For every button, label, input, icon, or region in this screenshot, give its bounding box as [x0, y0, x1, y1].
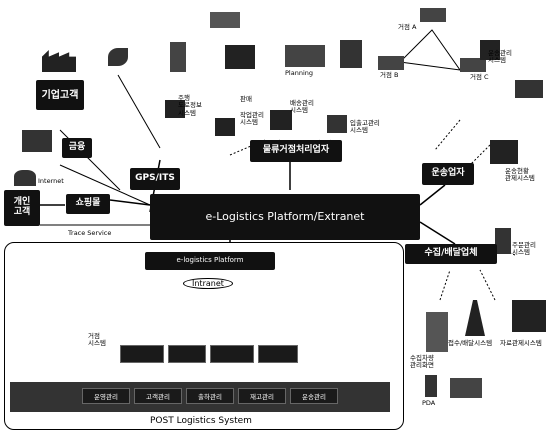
truck-icon: [460, 58, 486, 72]
monitor-icon: [490, 140, 518, 164]
pda-label: PDA: [422, 399, 436, 407]
intranet-label: Intranet: [183, 278, 233, 290]
truck-icon: [450, 378, 482, 398]
internet-label: Internet: [38, 177, 64, 185]
bottom-module: 운송관리: [290, 388, 338, 404]
individual-customer-box: 개인 고객: [4, 190, 40, 226]
computer-icon: [270, 110, 292, 130]
delivery-mgmt-label: 배송관리 시스템: [290, 99, 314, 115]
inner-module: [210, 345, 254, 363]
dispatch-mgmt-label: 입출고관리 시스템: [350, 119, 380, 135]
sales-label: 판매: [240, 95, 252, 103]
computer-icon: [165, 100, 185, 118]
enterprise-customer-box: 기업고객: [36, 80, 84, 110]
base-c-label: 거점 C: [470, 73, 489, 81]
post-logistics-label: POST Logistics System: [150, 416, 252, 426]
platform-box: e-Logistics Platform/Extranet: [150, 194, 420, 240]
computer-icon: [480, 40, 500, 60]
inner-platform-box: e-logistics Platform: [145, 252, 275, 270]
trace-service-label: Trace Service: [68, 229, 112, 237]
warehouse-system-label: 거점 시스템: [88, 332, 106, 348]
monitor-icon: [512, 300, 546, 332]
bottom-module: 고객관리: [134, 388, 182, 404]
truck-icon: [378, 56, 404, 70]
transport-status-label: 운송현황 관제시스템: [505, 167, 535, 183]
transport-mgmt-label: 운송관리 시스템: [488, 49, 512, 65]
pickup-worker-icon: [495, 228, 511, 254]
inner-module: [258, 345, 298, 363]
collector-vehicle-label: 수집차량 관리화면: [410, 354, 434, 370]
truck-icon: [515, 80, 543, 98]
pickup-mgmt-label: 주문관리 시스템: [512, 241, 536, 257]
gps-control-label: 자료관제시스템: [500, 339, 542, 347]
computer-icon: [215, 118, 235, 136]
work-mgmt-label: 작업관리 시스템: [240, 111, 264, 127]
monitor-icon: [327, 115, 347, 133]
shopping-mall-box: 쇼핑몰: [66, 194, 110, 214]
base-a-label: 거점 A: [398, 23, 417, 31]
bottom-module: 출하관리: [186, 388, 234, 404]
inner-module: [168, 345, 206, 363]
road-info-label: 주행 도로정보 시스템: [178, 94, 202, 117]
gps-its-box: GPS/ITS: [130, 168, 180, 190]
map-icon: [426, 312, 448, 352]
base-b-label: 거점 B: [380, 71, 399, 79]
planning-label: Planning: [285, 69, 313, 77]
finance-box: 금융: [62, 138, 92, 158]
bottom-module: 재고관리: [238, 388, 286, 404]
truck-icon: [420, 8, 446, 22]
conveyor-icon: [285, 45, 325, 67]
inner-module: [120, 345, 164, 363]
collection-delivery-box: 수집/배달업체: [405, 244, 497, 264]
warehouse-icon: [340, 40, 362, 68]
server-icon: [170, 42, 186, 72]
bottom-module: 운영관리: [82, 388, 130, 404]
transport-company-box: 운송업자: [422, 163, 474, 185]
logistics-center-box: 물류거점처리업자: [250, 140, 342, 162]
truck-icon: [210, 12, 240, 28]
building-icon: [22, 130, 52, 152]
phone-icon: [14, 170, 36, 186]
forklift-icon: [225, 45, 255, 69]
collection-system-label: 접수/배달시스템: [448, 339, 493, 347]
satellite-icon: [108, 48, 128, 66]
pda-icon: [425, 375, 437, 397]
